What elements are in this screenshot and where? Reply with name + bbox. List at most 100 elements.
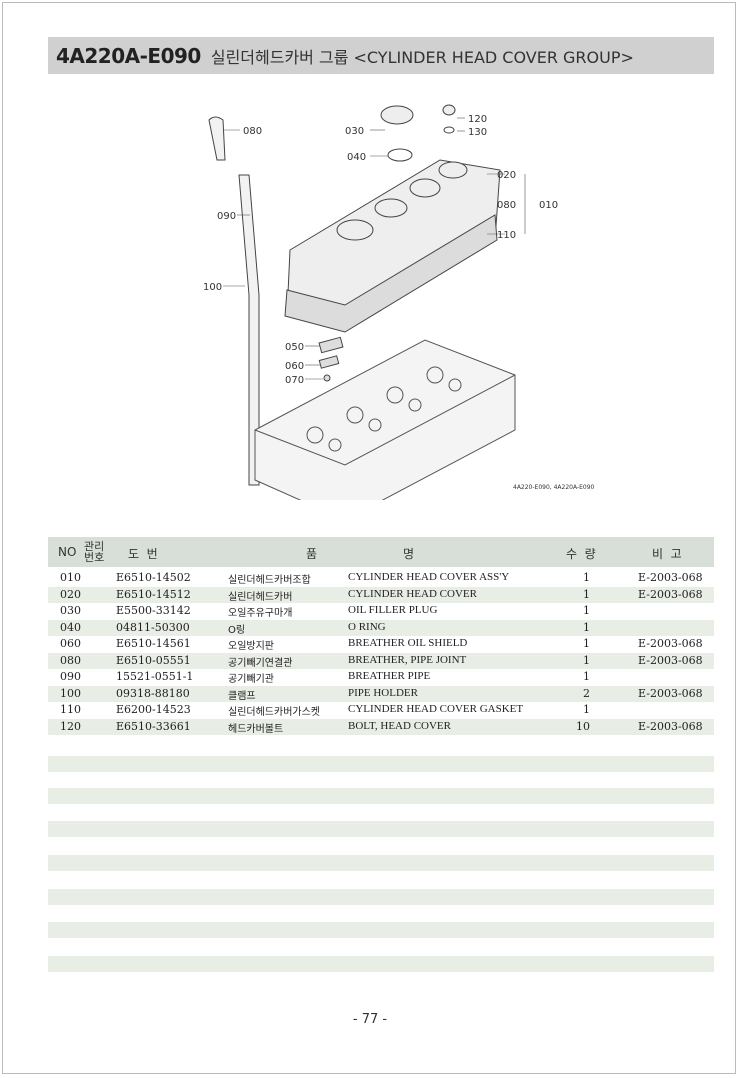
row-name-kr: 오일주유구마개	[228, 608, 293, 619]
table-row: 060 E6510-14561 오일방지판 BREATHER OIL SHIEL…	[48, 636, 714, 653]
group-title: 실린더헤드카버 그룹 <CYLINDER HEAD COVER GROUP>	[210, 47, 634, 67]
table-row: 110 E6200-14523 실린더헤드카버가스켓 CYLINDER HEAD…	[48, 702, 714, 719]
group-code: 4A220A-E090	[56, 43, 201, 68]
empty-row-band	[48, 922, 714, 938]
row-qty: 2	[583, 686, 590, 700]
row-name-kr: O링	[228, 624, 246, 636]
cylinder-head-drawing	[254, 339, 516, 500]
header-name: 품	[306, 547, 318, 561]
row-part-number: E6200-14523	[116, 703, 191, 716]
header-remarks: 비 고	[652, 547, 682, 561]
callout-100: 100	[203, 282, 222, 293]
row-remarks: E-2003-068	[638, 571, 703, 584]
breather-shield-drawing	[318, 336, 344, 382]
row-part-number: E5500-33142	[116, 604, 191, 617]
row-no: 040	[60, 620, 81, 634]
parts-table-body: 010 E6510-14502 실린더헤드카버조합 CYLINDER HEAD …	[48, 570, 714, 735]
empty-row-band	[48, 889, 714, 905]
row-name-kr: 공기빼기관	[228, 674, 274, 685]
row-part-number: 15521-0551-1	[116, 670, 194, 683]
row-no: 090	[60, 670, 81, 683]
row-part-number: E6510-05551	[116, 653, 191, 667]
row-qty: 1	[583, 637, 590, 650]
row-qty: 1	[583, 653, 590, 667]
table-row: 040 04811-50300 O링 O RING 1	[48, 619, 714, 636]
row-no: 010	[60, 571, 81, 584]
empty-row-band	[48, 855, 714, 871]
row-part-number: E6510-14512	[116, 587, 191, 601]
row-no: 030	[60, 604, 81, 617]
callout-030: 030	[345, 126, 364, 137]
row-qty: 1	[583, 670, 590, 683]
row-part-number: E6510-33661	[116, 719, 191, 733]
row-no: 020	[60, 587, 81, 601]
table-row: 010 E6510-14502 실린더헤드카버조합 CYLINDER HEAD …	[48, 570, 714, 587]
row-no: 110	[60, 703, 81, 716]
callout-080-top: 080	[243, 126, 262, 137]
row-name-en: OIL FILLER PLUG	[348, 604, 438, 616]
header-qty: 수 량	[566, 547, 596, 561]
row-qty: 1	[583, 587, 590, 601]
row-part-number: E6510-14561	[116, 637, 191, 650]
row-part-number: 09318-88180	[116, 686, 190, 700]
row-no: 120	[60, 719, 81, 733]
callout-120: 120	[468, 114, 487, 125]
row-no: 100	[60, 686, 81, 700]
callout-110: 110	[497, 230, 516, 241]
row-name-en: BOLT, HEAD COVER	[348, 719, 451, 732]
diagram-caption: 4A220-E090, 4A220A-E090	[513, 484, 595, 491]
callout-060: 060	[285, 361, 304, 372]
table-row: 080 E6510-05551 공기빼기연결관 BREATHER, PIPE J…	[48, 652, 714, 669]
callout-010: 010	[539, 200, 558, 211]
row-remarks: E-2003-068	[638, 719, 703, 733]
page-number: - 77 -	[352, 1012, 388, 1027]
row-name-en: CYLINDER HEAD COVER GASKET	[348, 703, 524, 715]
row-qty: 1	[583, 571, 590, 584]
row-remarks: E-2003-068	[638, 686, 703, 700]
table-row: 020 E6510-14512 실린더헤드카버 CYLINDER HEAD CO…	[48, 586, 714, 603]
breather-pipe-drawing	[208, 116, 260, 486]
empty-row-band	[48, 756, 714, 772]
callout-leaders	[223, 117, 526, 380]
row-no: 080	[60, 653, 81, 667]
row-name-kr: 실린더헤드카버	[228, 591, 293, 603]
parts-table-header: NO 관리 번호 도 번 품 명 수 량 비 고	[48, 537, 714, 567]
callout-040: 040	[347, 152, 366, 163]
empty-row-band	[48, 956, 714, 972]
row-name-en: BREATHER, PIPE JOINT	[348, 653, 467, 666]
row-name-kr: 헤드카버볼트	[228, 723, 284, 735]
row-name-kr: 클램프	[228, 690, 256, 702]
row-name-kr: 공기빼기연결관	[228, 657, 293, 669]
callout-090: 090	[217, 211, 236, 222]
row-name-en: BREATHER OIL SHIELD	[348, 637, 468, 649]
row-qty: 1	[583, 620, 590, 634]
row-part-number: E6510-14502	[116, 571, 191, 584]
empty-row-band	[48, 788, 714, 804]
row-name-en: PIPE HOLDER	[348, 686, 418, 699]
row-no: 060	[60, 637, 81, 650]
row-name-kr: 실린더헤드카버가스켓	[228, 707, 320, 718]
header-part-no: 도 번	[128, 547, 158, 561]
row-qty: 1	[583, 703, 590, 716]
row-name-kr: 실린더헤드카버조합	[228, 575, 311, 586]
table-row: 100 09318-88180 클램프 PIPE HOLDER 2 E-2003…	[48, 685, 714, 702]
header-name-2: 명	[403, 547, 415, 561]
row-part-number: 04811-50300	[116, 620, 190, 634]
callout-050: 050	[285, 342, 304, 353]
header-ref: 관리 번호	[84, 540, 105, 564]
table-row: 030 E5500-33142 오일주유구마개 OIL FILLER PLUG …	[48, 603, 714, 620]
exploded-parts-diagram: 080 030 040 120 130 020 080 010 110 090 …	[203, 104, 595, 500]
callout-020: 020	[497, 170, 516, 181]
row-qty: 10	[576, 719, 590, 733]
row-name-kr: 오일방지판	[228, 641, 274, 652]
table-row: 120 E6510-33661 헤드카버볼트 BOLT, HEAD COVER …	[48, 718, 714, 735]
callout-080-right: 080	[497, 200, 516, 211]
row-remarks: E-2003-068	[638, 587, 703, 601]
row-remarks: E-2003-068	[638, 653, 703, 667]
table-row: 090 15521-0551-1 공기빼기관 BREATHER PIPE 1	[48, 669, 714, 686]
row-qty: 1	[583, 604, 590, 617]
callout-070: 070	[285, 375, 304, 386]
header-no: NO	[58, 545, 77, 559]
title-bar: 4A220A-E090 실린더헤드카버 그룹 <CYLINDER HEAD CO…	[48, 37, 714, 74]
